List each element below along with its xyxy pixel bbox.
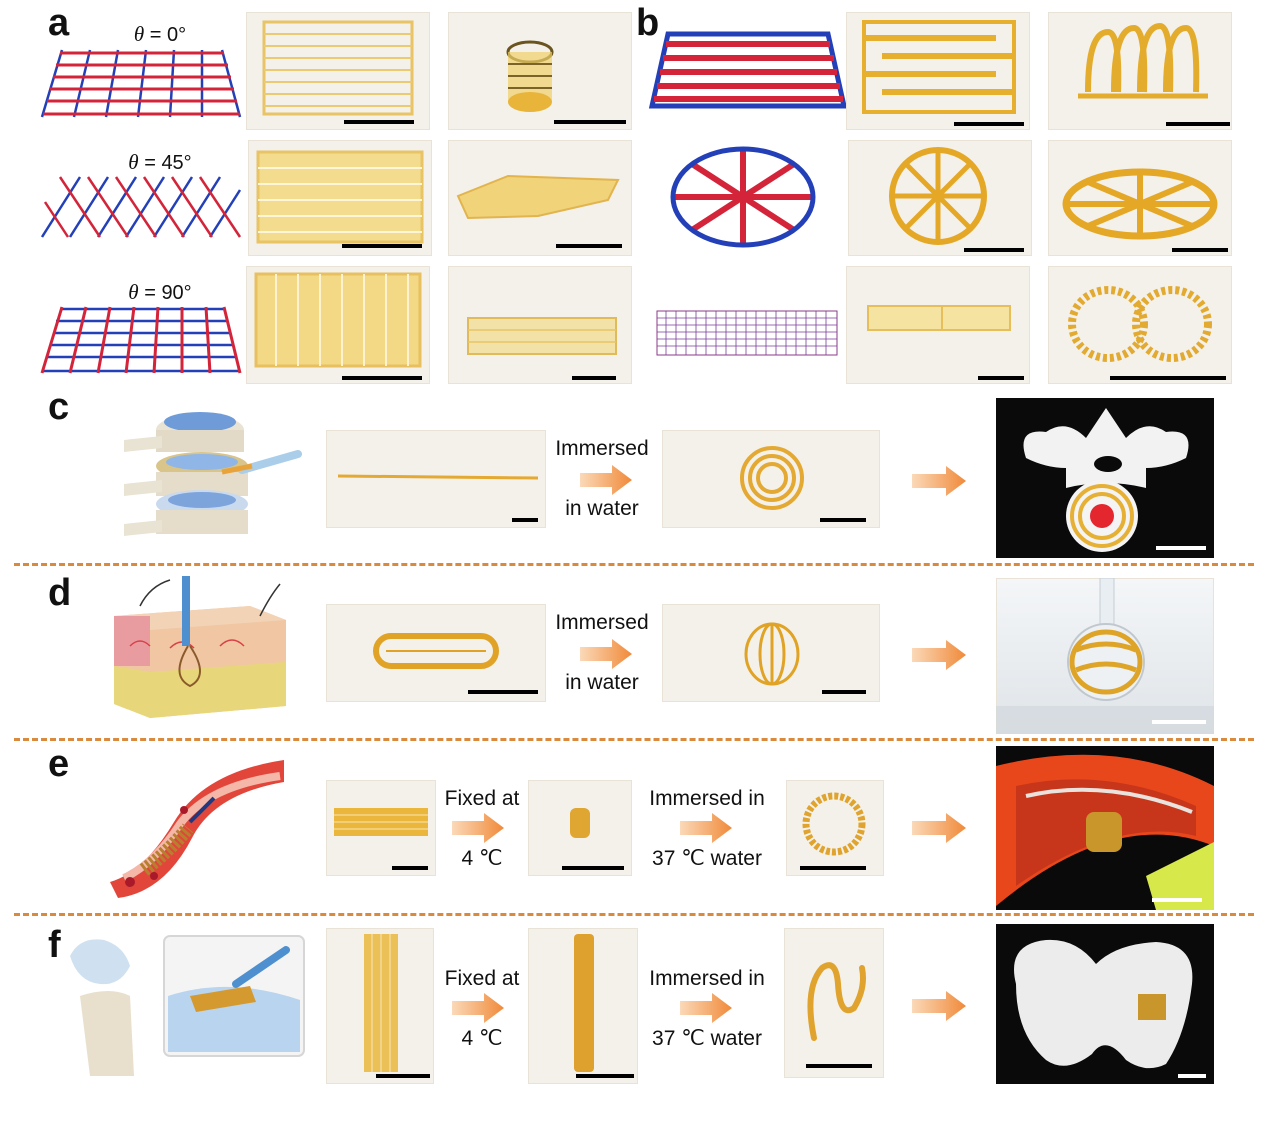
scale-bar — [554, 120, 626, 124]
scale-bar — [1152, 898, 1202, 902]
photo-3d-wheel — [1048, 140, 1232, 256]
scale-bar — [572, 376, 616, 380]
step-label-line1: Immersed — [555, 437, 649, 460]
step-label-line2: in water — [565, 497, 639, 520]
scale-bar — [556, 244, 622, 248]
step-label-line2: in water — [565, 671, 639, 694]
photo-printed-long-grid — [846, 266, 1030, 384]
scale-bar — [1110, 376, 1226, 380]
photo-rolled-patch-strip — [528, 928, 638, 1084]
arrow-right-icon — [680, 993, 732, 1023]
grid-diagram-45deg — [40, 176, 242, 238]
arrow-right-icon — [912, 991, 966, 1021]
photo-printed-grid-0deg — [246, 12, 430, 130]
long-grid-diagram — [656, 310, 838, 356]
photo-s-shaped-patch — [784, 928, 884, 1078]
photo-rolled-tube-0deg — [448, 12, 632, 130]
stripe-diagram — [648, 31, 848, 109]
panel-label-e: e — [48, 743, 70, 785]
photo-printed-stripes — [846, 12, 1030, 130]
photo-figure-eight-rings — [1048, 266, 1232, 384]
section-divider — [14, 563, 1254, 566]
scale-bar — [376, 1074, 430, 1078]
section-divider — [14, 738, 1254, 741]
arrow-right-icon — [580, 639, 632, 669]
arrow-right-icon — [912, 466, 966, 496]
illustration-spine-injection — [124, 412, 302, 536]
scale-bar — [820, 518, 866, 522]
scale-bar — [512, 518, 538, 522]
scale-bar — [1152, 720, 1206, 724]
photo-vertebra-model — [996, 398, 1214, 558]
step-label-line1: Immersed in — [649, 967, 765, 990]
scale-bar — [964, 248, 1024, 252]
step-label-line2: 37 ℃ water — [652, 1027, 762, 1050]
photo-patch-on-femur-model — [996, 924, 1214, 1084]
panel-label-b: b — [636, 2, 660, 44]
step-label-line1: Immersed — [555, 611, 649, 634]
arrow-right-icon — [452, 813, 504, 843]
scale-bar — [800, 866, 866, 870]
photo-twisted-sheet-45deg — [448, 140, 632, 256]
angle-label-0: θ = 0° — [133, 22, 187, 46]
scale-bar — [1178, 1074, 1206, 1078]
panel-label-f: f — [48, 924, 61, 966]
photo-printed-wheel — [848, 140, 1032, 256]
photo-spiral-coil — [662, 430, 880, 528]
grid-diagram-0deg — [40, 49, 242, 118]
scale-bar — [342, 376, 422, 380]
photo-expanded-stent-ring — [786, 780, 884, 876]
panel-label-d: d — [48, 572, 72, 614]
arrow-right-icon — [452, 993, 504, 1023]
illustration-blood-vessel-stent — [110, 760, 284, 898]
step-label-line1: Fixed at — [444, 787, 520, 810]
illustration-skin-injection — [114, 576, 286, 718]
angle-label-90: θ = 90° — [128, 280, 192, 304]
arrow-right-icon — [580, 465, 632, 495]
photo-expanded-cage — [662, 604, 880, 702]
wheel-diagram — [670, 146, 816, 248]
arrow-right-icon — [680, 813, 732, 843]
step-label-line2: 4 ℃ — [461, 1027, 503, 1050]
scale-bar — [576, 1074, 634, 1078]
scale-bar — [978, 376, 1024, 380]
scale-bar — [344, 120, 414, 124]
angle-label-45: θ = 45° — [128, 150, 192, 174]
panel-label-c: c — [48, 386, 70, 428]
arrow-right-icon — [912, 813, 966, 843]
scale-bar — [468, 690, 538, 694]
photo-stent-in-vessel-model — [996, 746, 1214, 910]
scale-bar — [1166, 122, 1230, 126]
scale-bar — [342, 244, 422, 248]
step-label-line1: Fixed at — [444, 967, 520, 990]
photo-coiled-spring — [1048, 12, 1232, 130]
section-divider — [14, 913, 1254, 916]
photo-cage-in-gel-block — [996, 578, 1214, 734]
photo-straight-filament — [326, 430, 546, 528]
scale-bar — [562, 866, 624, 870]
photo-flat-mesh — [326, 780, 436, 876]
photo-curved-sheet-90deg — [448, 266, 632, 384]
step-label-line2: 4 ℃ — [461, 847, 503, 870]
panel-label-a: a — [48, 2, 70, 44]
step-label-line1: Immersed in — [649, 787, 765, 810]
scale-bar — [1172, 248, 1228, 252]
photo-rolled-stent — [528, 780, 632, 876]
scale-bar — [1156, 546, 1206, 550]
photo-printed-grid-45deg — [248, 140, 432, 256]
photo-compressed-cage — [326, 604, 546, 702]
illustration-knee-cartilage-patch — [70, 935, 305, 1076]
scale-bar — [392, 866, 428, 870]
step-label-line2: 37 ℃ water — [652, 847, 762, 870]
scale-bar — [806, 1064, 872, 1068]
scale-bar — [954, 122, 1024, 126]
photo-printed-grid-90deg — [246, 266, 430, 384]
arrow-right-icon — [912, 640, 966, 670]
grid-diagram-90deg — [40, 306, 242, 374]
scale-bar — [822, 690, 866, 694]
photo-flat-patch-strip — [326, 928, 434, 1084]
